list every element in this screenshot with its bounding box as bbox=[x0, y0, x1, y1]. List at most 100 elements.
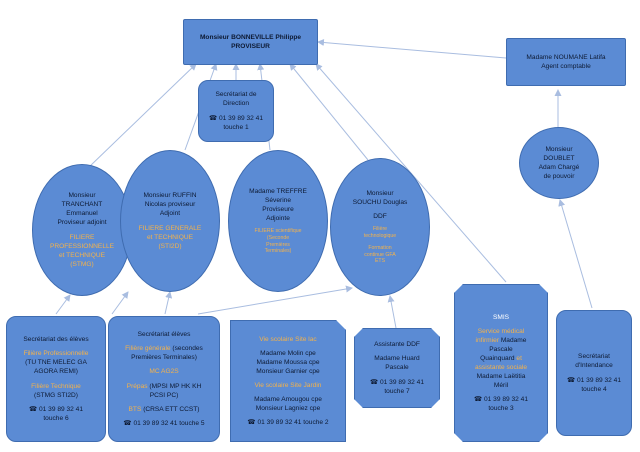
arrow-sec-eleves2-ruffin bbox=[164, 291, 173, 315]
assistante-ddf-name-1: Madame Huard bbox=[374, 355, 420, 363]
sec-eleves2-prepas-2: PCSI PC) bbox=[149, 391, 179, 399]
sec-eleves2-title: Secrétariat élèves bbox=[137, 331, 191, 339]
souchu-formation-2: continue GFA bbox=[364, 251, 396, 258]
director-name: Monsieur BONNEVILLE Philippe bbox=[199, 33, 302, 41]
accountant-box: Madame NOUMANE Latifa Agent comptable bbox=[506, 38, 626, 86]
vie-scolaire-lac-2: Madame Moussa cpe bbox=[256, 358, 320, 366]
tranchant-ellipse: Monsieur TRANCHANT Emmanuel Proviseur ad… bbox=[32, 164, 132, 296]
sec-eleves2-gen-1: (secondes bbox=[172, 345, 203, 353]
doublet-ellipse: Monsieur DOUBLET Adam Chargé de pouvoir bbox=[519, 127, 599, 199]
treffre-line-3: Proviseure bbox=[262, 206, 294, 213]
tranchant-line-1: Monsieur bbox=[68, 192, 96, 200]
vie-scolaire-lac: Vie scolaire Site lac bbox=[259, 335, 317, 343]
sec-eleves2-phone: ☎ 01 39 89 32 41 touche 5 bbox=[123, 419, 205, 427]
direction-secretariat-phone: ☎ 01 39 89 32 41 bbox=[208, 114, 264, 122]
souchu-line-1: Monsieur bbox=[366, 189, 394, 197]
arrow-vie-scolaire-souchu bbox=[197, 285, 353, 315]
smis-assistante: assistante sociale bbox=[474, 364, 528, 371]
sec-eleves-filiere-tech: Filière Technique bbox=[31, 382, 81, 390]
smis-name-2: Pascale bbox=[489, 345, 513, 353]
ruffin-line-1: Monsieur RUFFIN bbox=[143, 192, 197, 200]
smis-name-4: Madame Laëtitia bbox=[476, 373, 526, 381]
sec-eleves2-bts-1: (CRSA ETT CCST) bbox=[143, 405, 200, 413]
smis-name-1: Madame bbox=[500, 336, 527, 344]
souchu-filiere-1: Filière bbox=[372, 226, 388, 233]
vie-scolaire-jardin-2: Monsieur Lagniez cpe bbox=[255, 405, 321, 413]
intendance-ext: touche 4 bbox=[581, 385, 607, 393]
sec-eleves2-gen-2: Premières Terminales) bbox=[131, 354, 197, 362]
smis-name-3: Quainquard bbox=[480, 354, 515, 362]
treffre-line-2: Séverine bbox=[264, 196, 292, 204]
sec-eleves-filiere-pro: Filière Professionnelle bbox=[23, 350, 89, 358]
tranchant-line-3: Emmanuel bbox=[66, 210, 98, 218]
sec-eleves2-box: Secrétariat élèves Filière générale (sec… bbox=[108, 316, 220, 442]
souchu-formation-1: Formation bbox=[368, 244, 392, 251]
sec-eleves-box: Secrétariat des élèves Filière Professio… bbox=[6, 316, 106, 442]
sec-eleves-title: Secrétariat des élèves bbox=[23, 336, 89, 344]
arrow-intendance-doublet bbox=[558, 199, 593, 309]
treffre-ellipse: Madame TREFFRE Séverine Proviseure Adjoi… bbox=[228, 150, 328, 292]
smis-box: SMIS Service médical infirmier Madame Pa… bbox=[454, 284, 548, 442]
intendance-phone: ☎ 01 39 89 32 41 bbox=[566, 376, 622, 384]
smis-et: et bbox=[516, 354, 522, 362]
tranchant-filiere-2: PROFESSIONNELLE bbox=[49, 242, 115, 250]
sec-eleves2-prepas-1: (MPSI MP HK KH bbox=[149, 382, 202, 390]
direction-secretariat-label-2: Direction bbox=[222, 100, 250, 108]
assistante-ddf-title: Assistante DDF bbox=[374, 341, 420, 349]
treffre-line-1: Madame TREFFRE bbox=[249, 187, 307, 195]
assistante-ddf-box: Assistante DDF Madame Huard Pascale ☎ 01… bbox=[354, 328, 440, 408]
tranchant-filiere-4: (STMG) bbox=[70, 260, 94, 268]
sec-eleves2-bts: BTS bbox=[128, 405, 142, 413]
intendance-title-1: Secrétariat bbox=[578, 353, 610, 361]
doublet-line-1: Monsieur bbox=[545, 145, 573, 153]
accountant-role: Agent comptable bbox=[541, 63, 591, 70]
souchu-ellipse: Monsieur SOUCHU Douglas DDF Filière tech… bbox=[330, 158, 430, 296]
accountant-name: Madame NOUMANE Latifa bbox=[526, 53, 606, 61]
assistante-ddf-ext: touche 7 bbox=[384, 387, 410, 395]
arrow-accountant-director bbox=[317, 39, 507, 59]
arrow-assistante-souchu bbox=[387, 295, 397, 329]
arrow-sec-eleves2-tranchant bbox=[111, 291, 129, 315]
vie-scolaire-lac-1: Madame Molin cpe bbox=[260, 349, 316, 357]
vie-scolaire-phone: ☎ 01 39 89 32 41 touche 2 bbox=[247, 419, 329, 427]
treffre-filiere-3: Premières bbox=[266, 241, 290, 248]
souchu-formation-3: ETS bbox=[374, 258, 386, 265]
treffre-filiere-4: Terminales) bbox=[264, 248, 292, 255]
sec-eleves-ext: touche 6 bbox=[43, 414, 69, 422]
tranchant-line-2: TRANCHANT bbox=[61, 201, 103, 209]
arrow-souchu-director bbox=[289, 63, 369, 161]
doublet-line-3: Adam Chargé bbox=[538, 164, 580, 171]
treffre-filiere-1: FILIERE scientifique bbox=[254, 228, 302, 235]
treffre-line-4: Adjointe bbox=[266, 215, 290, 223]
sec-eleves2-mc: MC AG2S bbox=[149, 368, 179, 376]
ruffin-line-2: Nicolas proviseur bbox=[144, 201, 196, 209]
vie-scolaire-lac-3: Monsieur Garnier cpe bbox=[256, 367, 320, 375]
direction-secretariat-label-1: Secrétariat de bbox=[215, 91, 257, 99]
arrow-tranchant-director bbox=[87, 63, 197, 169]
treffre-filiere-2: (Seconde bbox=[266, 234, 290, 241]
director-role: PROVISEUR bbox=[231, 43, 270, 50]
director-box: Monsieur BONNEVILLE Philippe PROVISEUR bbox=[183, 19, 318, 65]
assistante-ddf-phone: ☎ 01 39 89 32 41 bbox=[369, 378, 425, 386]
sec-eleves-pro-1: (TU TNE MELEC GA bbox=[25, 359, 87, 367]
smis-service-2: infirmier bbox=[475, 336, 499, 344]
intendance-box: Secrétariat d'Intendance ☎ 01 39 89 32 4… bbox=[556, 310, 632, 436]
assistante-ddf-name-2: Pascale bbox=[385, 364, 409, 372]
vie-scolaire-jardin-1: Madame Amougou cpe bbox=[254, 396, 322, 404]
ruffin-ellipse: Monsieur RUFFIN Nicolas proviseur Adjoin… bbox=[120, 150, 220, 292]
sec-eleves2-prepas: Prépas bbox=[126, 382, 148, 390]
tranchant-line-4: Proviseur adjoint bbox=[57, 219, 107, 227]
smis-name-5: Méril bbox=[493, 382, 509, 390]
sec-eleves-pro-2: AGORA REMI) bbox=[34, 368, 78, 376]
ruffin-filiere-2: et TECHNIQUE bbox=[146, 233, 194, 241]
sec-eleves-phone: ☎ 01 39 89 32 41 bbox=[28, 405, 84, 413]
tranchant-filiere-1: FILIERE bbox=[69, 233, 95, 241]
sec-eleves2-filiere-gen: Filière générale bbox=[125, 345, 171, 353]
smis-phone: ☎ 01 39 89 32 41 bbox=[473, 396, 529, 404]
arrow-sec-eleves-tranchant bbox=[55, 294, 71, 315]
ruffin-filiere-3: (STI2D) bbox=[158, 242, 182, 250]
souchu-filiere-2: technologique bbox=[363, 233, 397, 240]
smis-title: SMIS bbox=[492, 313, 510, 321]
smis-service-1: Service médical bbox=[477, 327, 525, 335]
ruffin-filiere-1: FILIERE GENERALE bbox=[138, 224, 202, 232]
